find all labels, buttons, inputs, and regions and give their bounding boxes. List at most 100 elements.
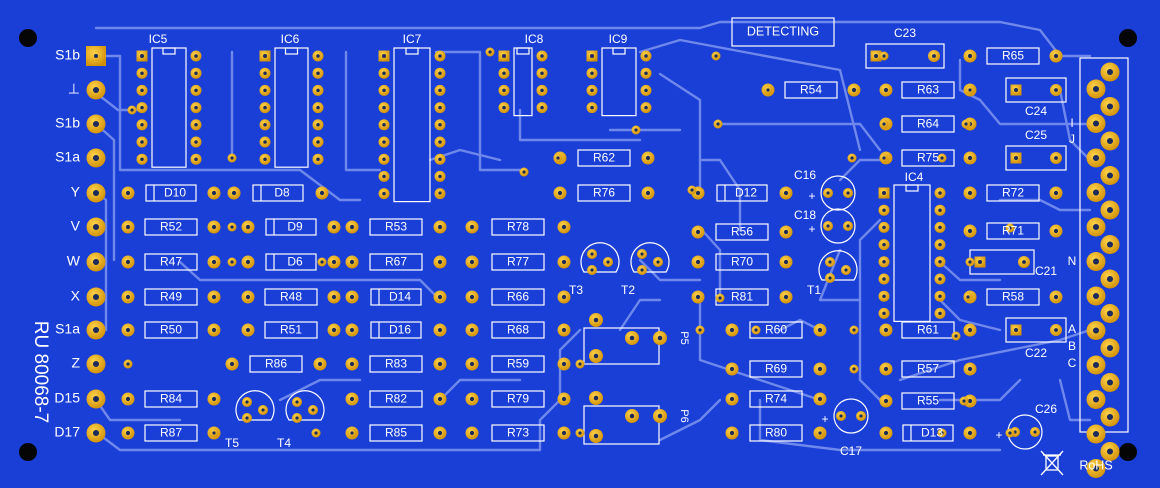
via-pad bbox=[849, 325, 859, 335]
resistor bbox=[144, 253, 198, 271]
film-capacitor bbox=[1005, 145, 1067, 171]
ic-pad bbox=[190, 153, 202, 165]
transistor-pad bbox=[841, 265, 851, 275]
diode bbox=[902, 424, 954, 442]
resistor bbox=[491, 321, 545, 339]
resistor-pad bbox=[813, 362, 827, 376]
resistor-pad bbox=[465, 290, 479, 304]
resistor bbox=[491, 424, 545, 442]
resistor-label: R79 bbox=[507, 392, 529, 406]
trimmer-pot bbox=[583, 327, 660, 365]
via-pad bbox=[575, 428, 585, 438]
resistor-pad bbox=[879, 362, 893, 376]
ic-pad bbox=[259, 136, 271, 148]
resistor-pad bbox=[779, 255, 793, 269]
ic-pad bbox=[878, 273, 890, 285]
capacitor-pad bbox=[823, 221, 833, 231]
resistor-body bbox=[986, 47, 1040, 65]
resistor-label: R75 bbox=[917, 151, 939, 165]
capacitor-pad bbox=[836, 411, 846, 421]
resistor bbox=[986, 47, 1040, 65]
resistor bbox=[491, 288, 545, 306]
ic-pad bbox=[190, 84, 202, 96]
diode-body bbox=[252, 184, 304, 202]
electrolytic-capacitor bbox=[833, 398, 869, 434]
resistor-label: R52 bbox=[160, 220, 182, 234]
terminal-pad bbox=[1100, 304, 1120, 323]
ic-label: IC8 bbox=[525, 32, 544, 46]
resistor-label: R83 bbox=[385, 357, 407, 371]
resistor-label: R81 bbox=[731, 290, 753, 304]
capacitor-outline bbox=[820, 208, 856, 244]
via-pad bbox=[965, 85, 975, 95]
resistor-body bbox=[749, 321, 803, 339]
transistor-outline bbox=[580, 242, 620, 273]
ic-pad bbox=[378, 153, 390, 165]
trace bbox=[698, 226, 722, 302]
resistor-body bbox=[144, 218, 198, 236]
pot-pad bbox=[589, 391, 603, 405]
terminal-pad bbox=[86, 46, 106, 66]
resistor-pad bbox=[963, 323, 977, 337]
diode bbox=[370, 321, 422, 339]
via-pad bbox=[951, 331, 961, 341]
resistor bbox=[264, 288, 318, 306]
ic-pad bbox=[640, 67, 652, 79]
via-pad bbox=[965, 257, 975, 267]
transistor bbox=[285, 390, 325, 421]
mounting-hole bbox=[19, 29, 37, 47]
resistor-body bbox=[491, 218, 545, 236]
resistor-body bbox=[577, 184, 631, 202]
terminal-pad bbox=[1100, 373, 1120, 392]
via-pad bbox=[711, 51, 721, 61]
resistor-pad bbox=[557, 392, 571, 406]
trace bbox=[818, 248, 862, 302]
resistor-label: R78 bbox=[507, 220, 529, 234]
via-pad bbox=[687, 185, 697, 195]
ic-pad bbox=[259, 67, 271, 79]
diode bbox=[370, 288, 422, 306]
transistor-pad bbox=[258, 405, 268, 415]
via-pad bbox=[575, 359, 585, 369]
pot-label: P5 bbox=[678, 331, 690, 344]
via-pad bbox=[937, 428, 947, 438]
terminal-pad bbox=[1086, 79, 1106, 99]
resistor bbox=[749, 360, 803, 378]
terminal-pad bbox=[1100, 166, 1120, 185]
pot-outline bbox=[583, 405, 660, 445]
ic-pad bbox=[498, 67, 510, 79]
terminal-pad bbox=[86, 354, 106, 374]
resistor-pad bbox=[813, 323, 827, 337]
resistor-body bbox=[577, 149, 631, 167]
capacitor-pad bbox=[1010, 84, 1022, 96]
resistor bbox=[577, 149, 631, 167]
terminal-label: Y bbox=[71, 184, 81, 200]
diode-body bbox=[265, 218, 317, 236]
trace bbox=[938, 260, 1002, 282]
resistor-label: R85 bbox=[385, 426, 407, 440]
right-terminal-label: B bbox=[1068, 339, 1076, 353]
ic-pad bbox=[378, 67, 390, 79]
resistor-label: R80 bbox=[765, 426, 787, 440]
terminal-label: D17 bbox=[54, 424, 80, 440]
resistor-pad bbox=[725, 392, 739, 406]
terminal-label: S1b bbox=[55, 47, 80, 63]
diode-body bbox=[265, 253, 317, 271]
resistor-body bbox=[144, 253, 198, 271]
ic-notch bbox=[405, 47, 419, 55]
ic-pad bbox=[136, 67, 148, 79]
resistor-pad bbox=[465, 255, 479, 269]
transistor-pad bbox=[825, 257, 835, 267]
resistor-pad bbox=[725, 362, 739, 376]
pot-pad bbox=[653, 331, 667, 345]
resistor-pad bbox=[121, 426, 135, 440]
ic-pad bbox=[934, 273, 946, 285]
resistor bbox=[144, 424, 198, 442]
resistor-pad bbox=[207, 323, 221, 337]
terminal-pad bbox=[1100, 407, 1120, 427]
transistor-pad bbox=[825, 273, 835, 283]
resistor-body bbox=[369, 355, 423, 373]
resistor-label: R49 bbox=[160, 290, 182, 304]
resistor bbox=[749, 321, 803, 339]
capacitor-pad bbox=[843, 221, 853, 231]
